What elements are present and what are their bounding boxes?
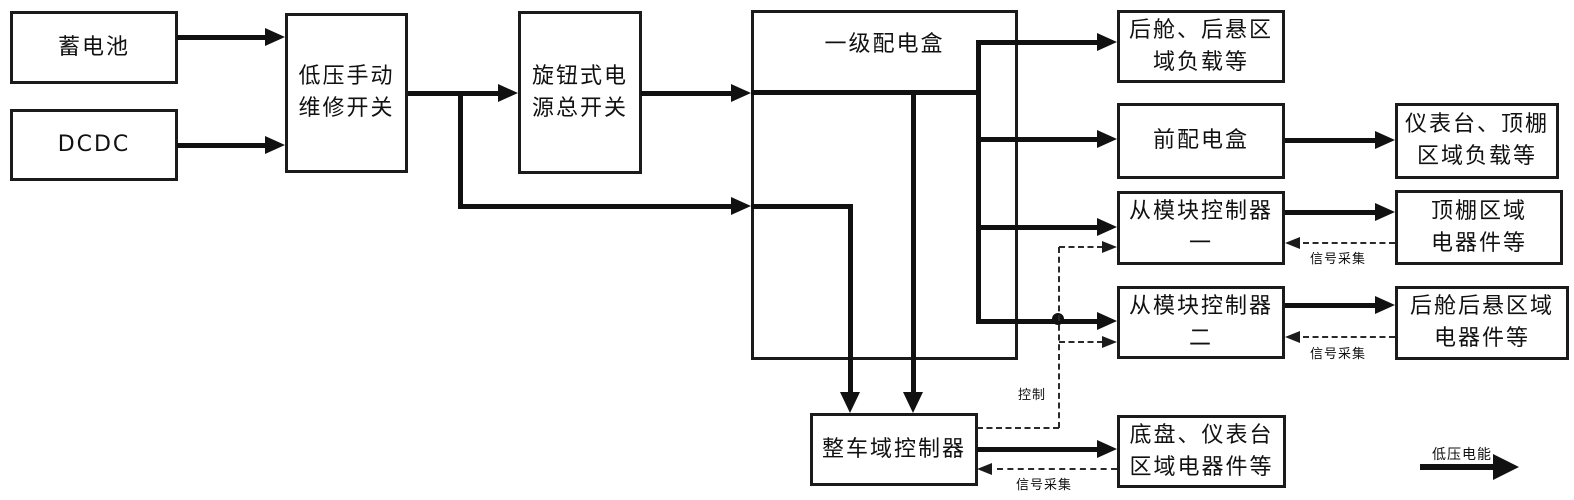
arrowhead-battery-to-manual-switch [265,28,285,46]
arrowhead-knob-switch-to-pdu [731,84,751,102]
edge-dcdc-to-manual-switch [177,143,266,148]
edge-vdc-control-horizontal [977,427,1059,429]
node-dashboard-ceiling-loads-label: 仪表台、顶棚 区域负载等 [1404,112,1549,169]
node-ceiling-electrics: 顶棚区域 电器件等 [1395,190,1563,265]
arrowhead-signal-to-slave1 [1285,237,1300,249]
node-dcdc: DCDC [10,109,178,181]
label-control: 控制 [1018,388,1047,403]
node-vehicle-domain-controller-label: 整车域控制器 [821,436,966,462]
edge-branch-to-pdu [458,204,731,209]
node-manual-service-switch-label: 低压手动 维修开关 [298,64,395,121]
arrowhead-bus-to-slave2 [1097,312,1117,330]
label-signal-acquisition-1: 信号采集 [1310,252,1367,267]
node-primary-distribution-box-label: 一级配电盒 [824,32,945,57]
edge-bus-to-slave1 [976,225,1097,230]
arrowhead-slave2-to-rear-electrics [1375,296,1395,314]
legend-arrow-shaft [1420,464,1496,470]
node-manual-service-switch: 低压手动 维修开关 [285,13,408,173]
label-signal-acquisition-2: 信号采集 [1310,347,1367,362]
legend-arrow-head [1493,454,1519,480]
edge-bus-to-rear-loads [976,40,1097,45]
edge-bus-to-front-pdu [976,137,1097,142]
arrowhead-control-to-slave1 [1102,241,1117,253]
node-slave-module-controller-2: 从模块控制器 二 [1117,286,1285,359]
arrowhead-branch-to-pdu [731,197,751,215]
edge-slave1-to-ceiling-electrics [1285,210,1375,215]
edge-bus-to-slave2 [976,319,1097,324]
edge-signal-chassis-to-vdc [997,468,1117,470]
node-slave-module-controller-1: 从模块控制器 一 [1117,191,1285,265]
node-rear-electrics-label: 后舱后悬区域 电器件等 [1409,294,1554,351]
edge-slave2-to-rear-electrics [1285,303,1375,308]
node-primary-distribution-box: 一级配电盒 [751,10,1018,360]
edge-manual-switch-to-knob-switch [408,91,498,96]
arrowhead-vdc-to-chassis-electrics [1097,440,1117,458]
edge-signal-ceiling-to-slave1 [1303,242,1395,244]
node-chassis-dashboard-electrics: 底盘、仪表台 区域电器件等 [1117,415,1286,488]
node-knob-master-switch: 旋钮式电 源总开关 [518,11,642,174]
arrowhead-pdu-to-vdc-left [903,392,923,413]
arrowhead-pdu-to-vdc-right [840,392,860,413]
node-battery-label: 蓄电池 [57,34,130,60]
node-rear-area-loads: 后舱、后悬区 域负载等 [1117,10,1285,83]
node-rear-electrics: 后舱后悬区域 电器件等 [1395,286,1569,360]
legend-low-voltage-power-label: 低压电能 [1432,447,1492,463]
arrowhead-control-to-slave2 [1102,336,1117,348]
arrowhead-bus-to-front-pdu [1097,130,1117,148]
node-rear-area-loads-label: 后舱、后悬区 域负载等 [1128,17,1273,75]
edge-pdu-second-feed [751,204,852,209]
arrowhead-dcdc-to-manual-switch [265,136,285,154]
node-ceiling-electrics-label: 顶棚区域 电器件等 [1430,198,1527,256]
edge-vdc-control-vertical [1058,247,1060,428]
node-slave-module-controller-2-label: 从模块控制器 二 [1128,293,1273,351]
node-battery: 蓄电池 [10,11,178,84]
arrowhead-signal-to-vdc [977,463,992,475]
edge-pdu-feed-bus [751,90,981,95]
arrowhead-bus-to-slave1 [1097,218,1117,236]
edge-control-to-slave2 [1059,341,1103,343]
edge-control-to-slave1 [1059,246,1103,248]
arrowhead-bus-to-rear-loads [1097,33,1117,51]
edge-pdu-to-vdc-right [848,204,853,392]
node-front-distribution-box-label: 前配电盒 [1152,128,1249,154]
arrowhead-signal-to-slave2 [1285,331,1300,343]
arrowhead-manual-switch-to-knob-switch [498,84,518,102]
edge-pdu-vertical-bus [976,40,981,324]
node-dashboard-ceiling-loads: 仪表台、顶棚 区域负载等 [1395,103,1559,179]
node-dcdc-label: DCDC [57,132,131,158]
edge-signal-rear-to-slave2 [1303,336,1395,338]
label-signal-acquisition-3: 信号采集 [1016,478,1073,493]
node-slave-module-controller-1-label: 从模块控制器 一 [1128,199,1273,256]
edge-battery-to-manual-switch [177,35,266,40]
node-chassis-dashboard-electrics-label: 底盘、仪表台 区域电器件等 [1129,422,1274,480]
arrowhead-front-pdu-to-dash-loads [1375,131,1395,149]
edge-branch-down [458,91,463,209]
edge-front-pdu-to-dash-loads [1285,138,1375,143]
node-front-distribution-box: 前配电盒 [1117,103,1285,179]
arrowhead-slave1-to-ceiling-electrics [1375,203,1395,221]
node-knob-master-switch-label: 旋钮式电 源总开关 [531,63,628,121]
edge-vdc-to-chassis-electrics [977,447,1097,452]
node-vehicle-domain-controller: 整车域控制器 [810,413,978,486]
edge-knob-switch-to-pdu [641,91,731,96]
edge-pdu-to-vdc-left [911,90,916,392]
